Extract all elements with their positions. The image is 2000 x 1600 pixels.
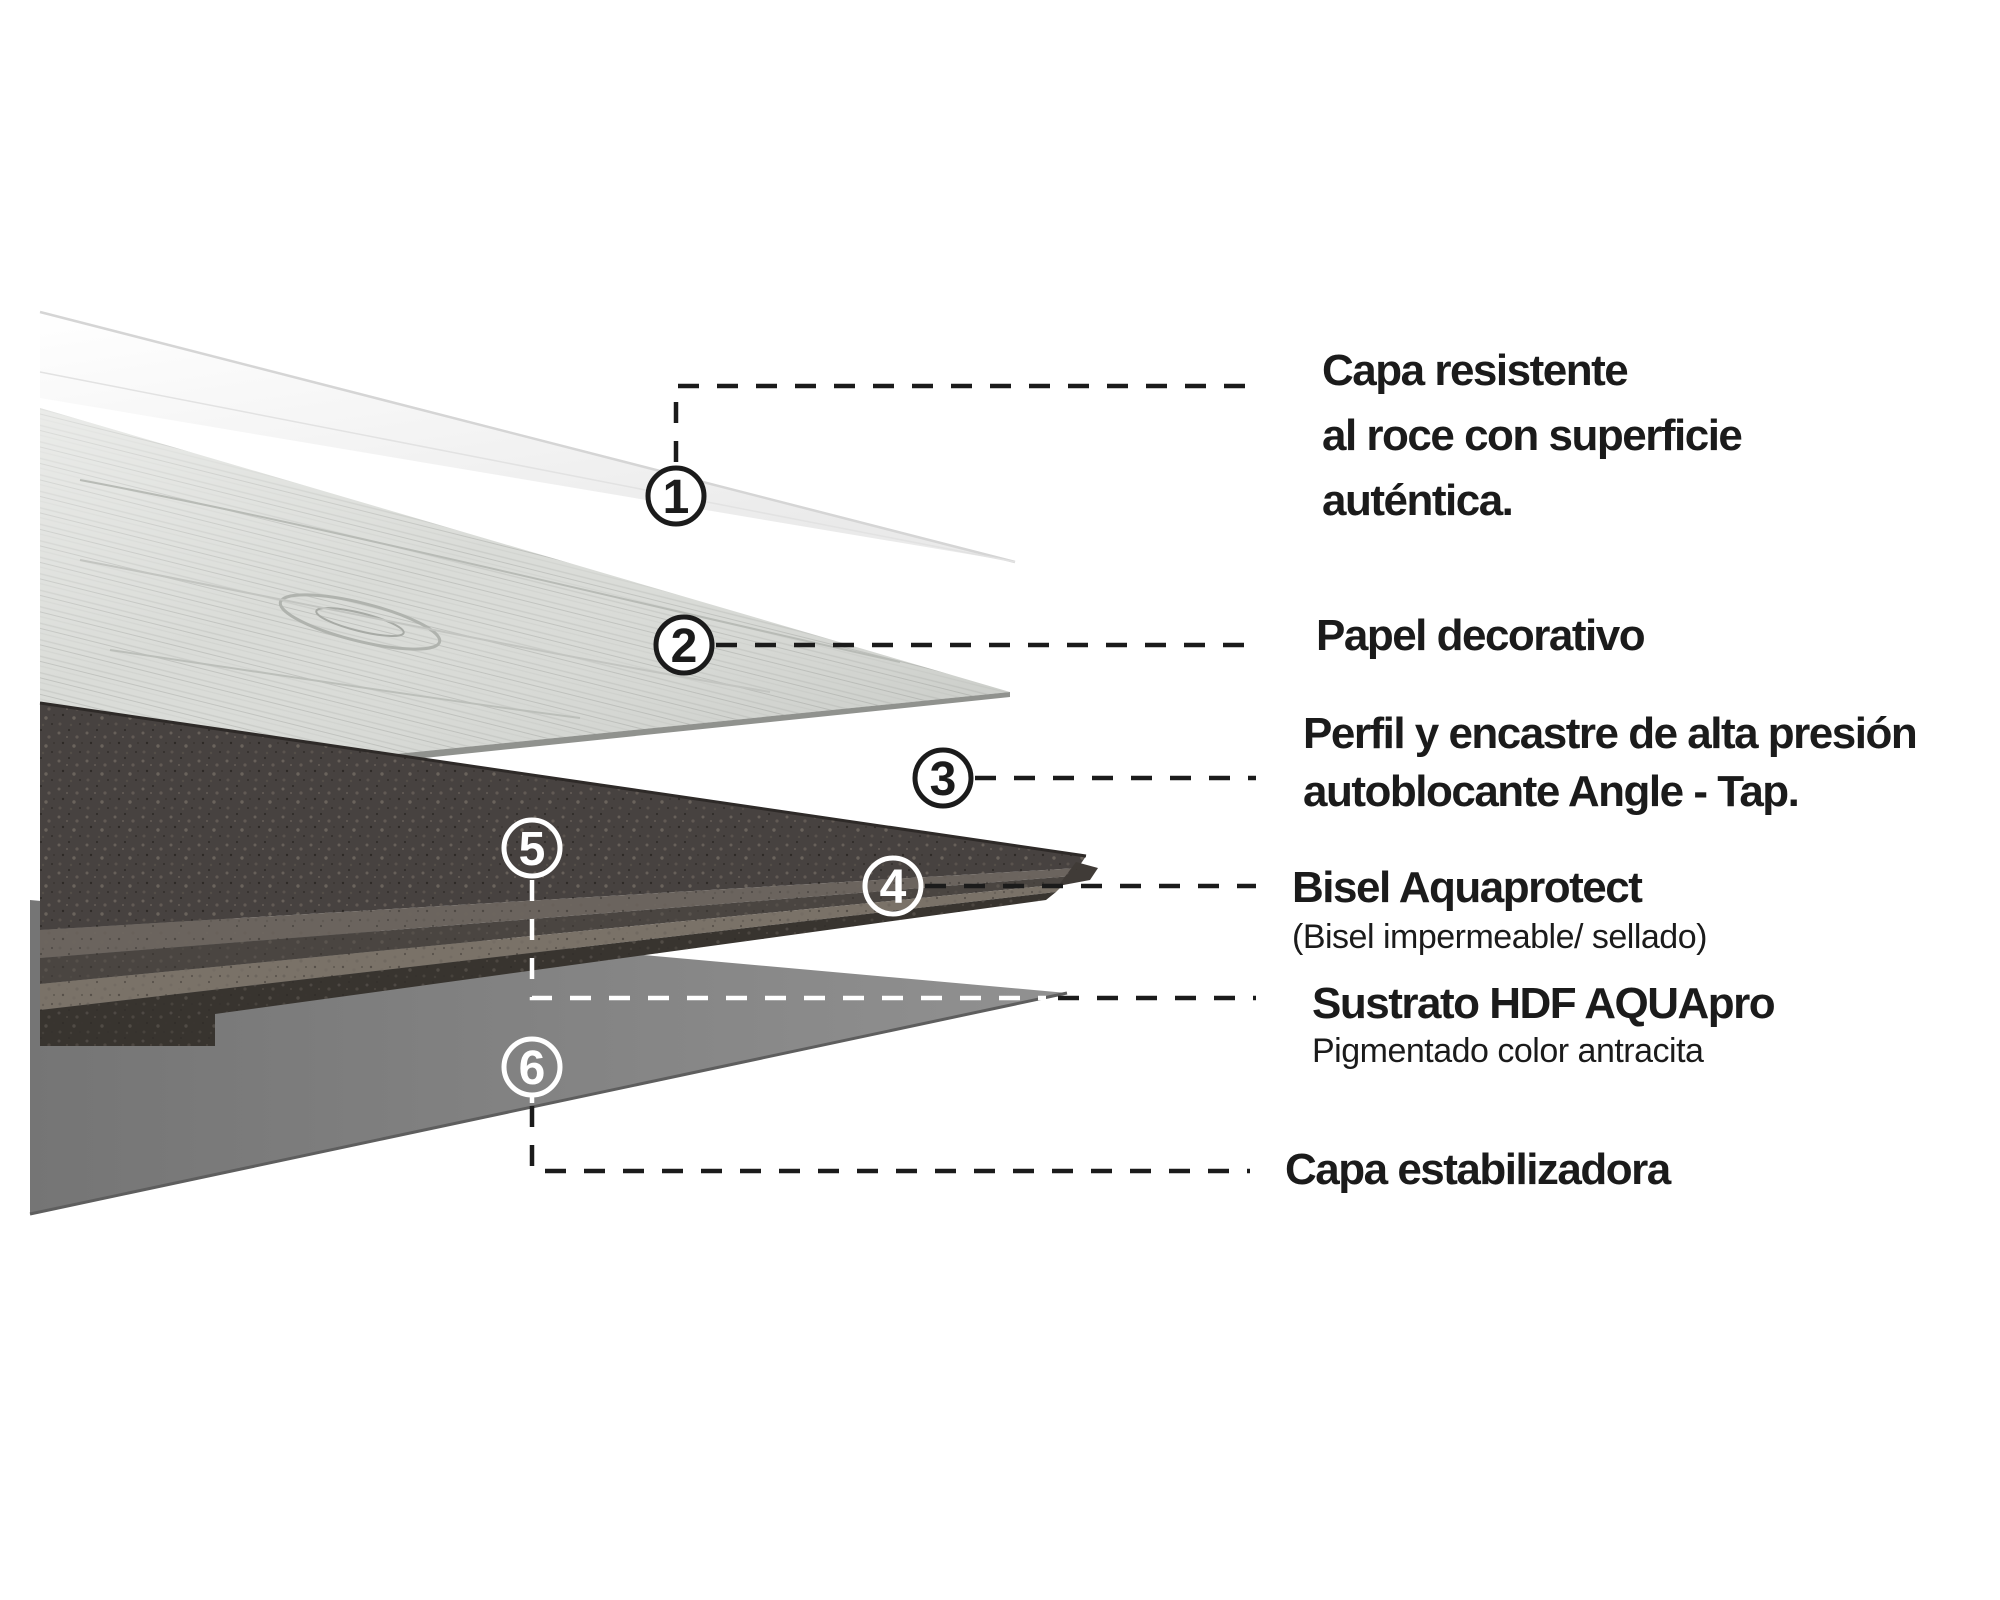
callout-4-label: Bisel Aquaprotect (Bisel impermeable/ se… xyxy=(1292,863,1707,956)
callout-1-label-line-1: Capa resistente xyxy=(1322,346,1627,395)
callout-2-circle xyxy=(653,614,715,676)
wood-grain-streak xyxy=(79,479,901,663)
wood-grain-knot xyxy=(278,593,442,651)
callout-1-circle xyxy=(645,465,707,527)
decorative-paper-shading xyxy=(40,408,1010,790)
callout-1-marker: 1 xyxy=(645,465,707,527)
callout-5-circle xyxy=(501,817,563,879)
wear-layer-sheen-line xyxy=(39,371,1016,563)
callout-3-marker: 3 xyxy=(912,747,974,809)
callout-1-number: 1 xyxy=(663,471,690,524)
callout-2-label-line-1: Papel decorativo xyxy=(1316,611,1645,660)
callout-3-label-line-2: autoblocante Angle - Tap. xyxy=(1303,767,1798,816)
callout-6-number: 6 xyxy=(519,1042,546,1095)
callout-3-circle xyxy=(912,747,974,809)
callout-6-label-line-1: Capa estabilizadora xyxy=(1285,1145,1672,1194)
callout-2-marker: 2 xyxy=(653,614,715,676)
callout-5-label-subtext: Pigmentado color antracita xyxy=(1312,1032,1704,1070)
callout-4-number: 4 xyxy=(880,861,907,914)
callout-4-label-subtext: (Bisel impermeable/ sellado) xyxy=(1292,918,1707,956)
callout-2-number: 2 xyxy=(671,620,698,673)
callout-2-label: Papel decorativo xyxy=(1316,611,1646,660)
callout-3-number: 3 xyxy=(930,753,957,806)
hdf-board-far-edge xyxy=(39,701,1087,858)
callout-6-marker: 6 xyxy=(501,1036,563,1098)
callout-3-label: Perfil y encastre de alta presión autobl… xyxy=(1303,709,1918,816)
callout-5-leader-line-light xyxy=(529,880,1046,1001)
wear-layer-sheet xyxy=(39,310,1016,564)
hdf-board-top-texture xyxy=(40,702,1086,930)
stabilizing-layer-front-edge xyxy=(29,991,1068,1216)
callout-5-number: 5 xyxy=(519,823,546,876)
callout-3-label-line-1: Perfil y encastre de alta presión xyxy=(1303,709,1916,758)
callout-4-circle xyxy=(862,855,924,917)
callout-5-marker: 5 xyxy=(501,817,563,879)
hdf-board-tongue-profile xyxy=(1058,862,1098,886)
callout-5-label: Sustrato HDF AQUApro Pigmentado color an… xyxy=(1312,979,1776,1070)
callout-4-marker: 4 xyxy=(862,855,924,917)
callout-6-circle xyxy=(501,1036,563,1098)
callout-1-label-line-2: al roce con superficie xyxy=(1322,411,1741,460)
hdf-core-board xyxy=(39,701,1098,1046)
callout-4-label-line-1: Bisel Aquaprotect xyxy=(1292,863,1643,912)
callout-1-label-line-3: auténtica. xyxy=(1322,476,1512,525)
callout-5-label-line-1: Sustrato HDF AQUApro xyxy=(1312,979,1775,1028)
decorative-paper-sheet xyxy=(40,408,1010,798)
wear-layer-top-edge xyxy=(39,310,1016,564)
wood-grain-streak xyxy=(109,649,581,719)
callout-1-label: Capa resistente al roce con superficie a… xyxy=(1322,346,1743,525)
callout-6-label: Capa estabilizadora xyxy=(1285,1145,1673,1194)
wood-grain-streak xyxy=(79,559,771,693)
hdf-board-front-texture xyxy=(40,868,1078,1046)
